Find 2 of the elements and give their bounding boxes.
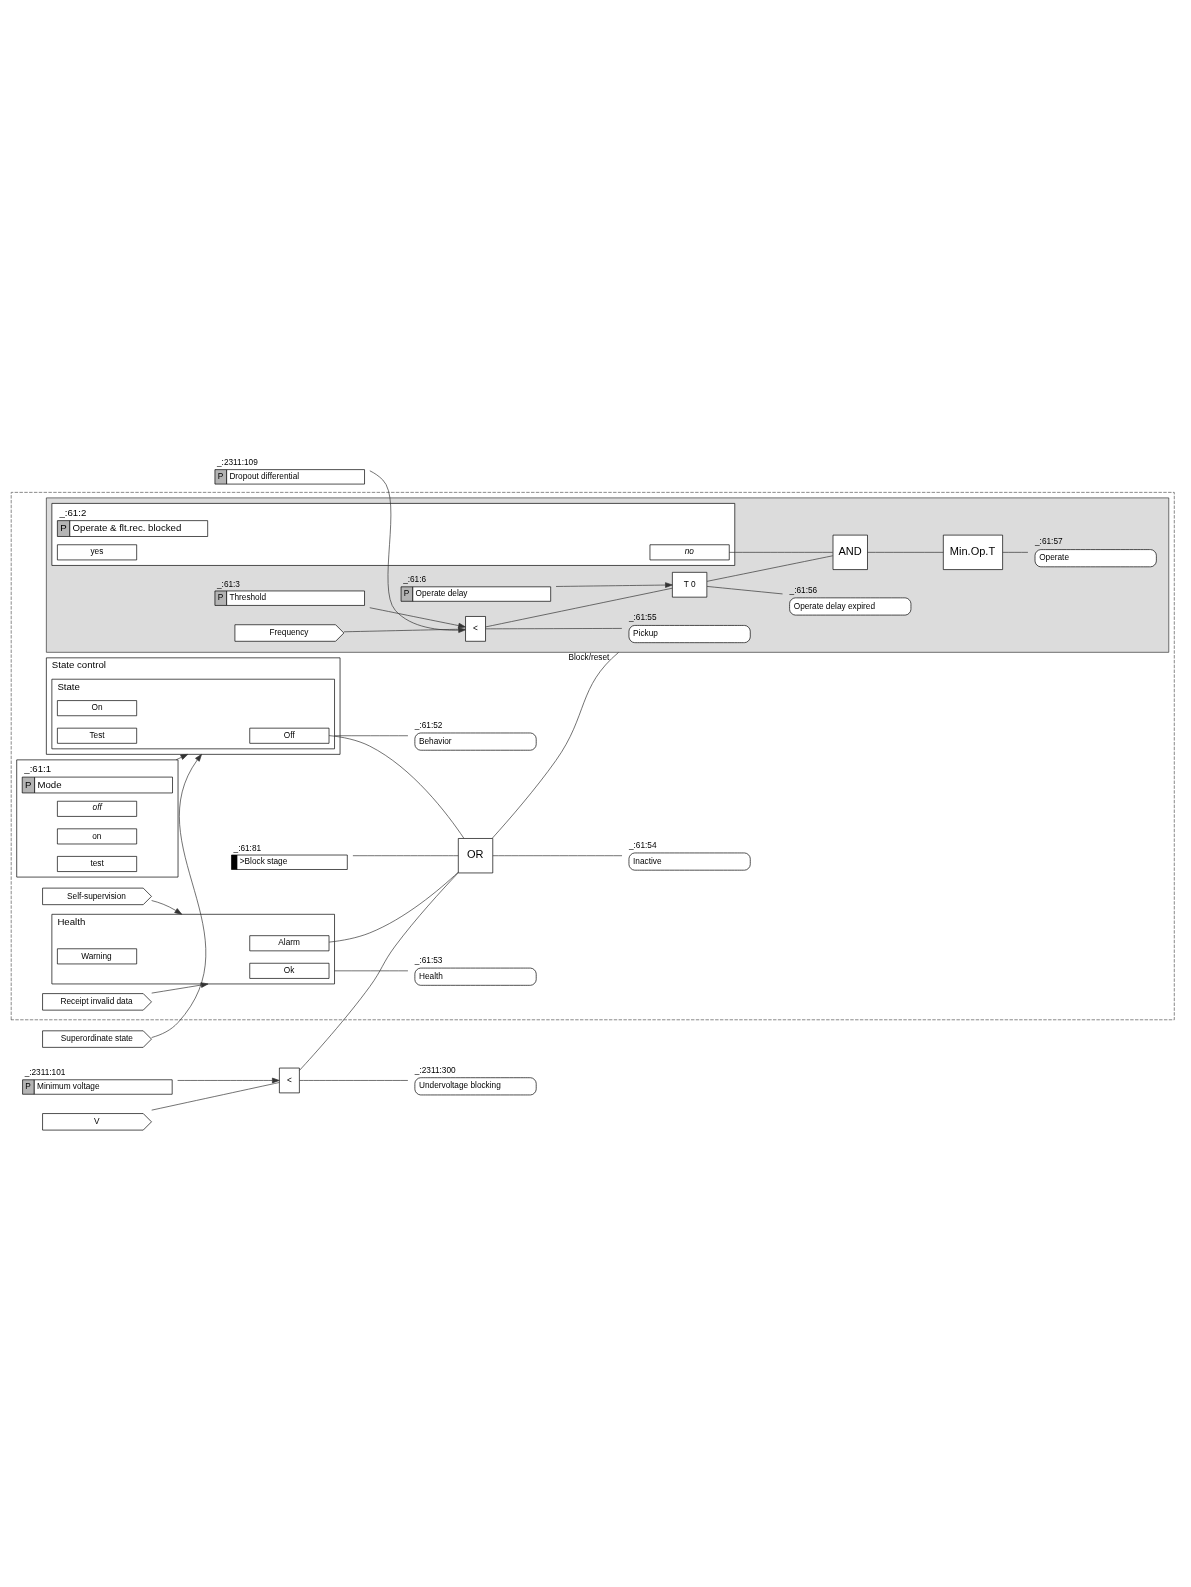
- node-label: _:61:2: [59, 506, 87, 518]
- node-label: _:61:1: [24, 762, 52, 774]
